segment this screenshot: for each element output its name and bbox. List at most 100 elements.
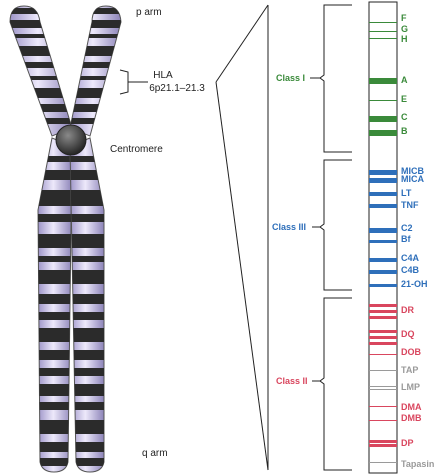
gene-mark-dr [369,304,397,307]
gene-mark-dma [369,406,397,407]
gene-mark-bf [369,240,397,243]
gene-label-lt: LT [401,188,412,198]
chromosome-band [10,76,72,80]
chromosome-band [70,384,104,396]
chromosome-band [10,104,72,112]
chromosome-band [70,34,121,38]
gene-mark-dq [369,336,397,339]
gene-label-dq: DQ [401,329,415,339]
chromosome-band [70,214,104,222]
gene-mark-tnf [369,204,397,208]
chromosome-q-arm-left [37,137,73,473]
gene-mark-lt [369,192,397,196]
chromosome-q-arm-right [69,137,105,473]
chromosome-band [38,256,72,262]
gene-label-c2: C2 [401,223,413,233]
gene-mark-tap [369,370,397,371]
chromosome-band [38,214,72,222]
chromosome-band [70,104,121,112]
chromosome-band [38,368,72,376]
gene-label-dr: DR [401,305,414,315]
gene-mark-c [369,116,397,122]
chromosome-band [38,328,72,342]
gene-label-micb: MICB [401,166,424,176]
class-label: Class II [276,376,308,386]
gene-mark-c4a [369,258,397,262]
chromosome-band [70,312,104,320]
gene-mark-dmb [369,420,397,421]
chromosome-band [70,20,121,28]
chromosome-band [38,170,72,180]
chromosome-band [38,420,72,434]
gene-mark-b [369,130,397,136]
chromosome-band [70,234,104,248]
chromosome-band [70,402,104,410]
q-arm-label: q arm [142,448,168,459]
p-arm-label: p arm [136,7,162,18]
gene-mark-dq [369,330,397,333]
chromosome-band [38,156,72,162]
chromosome-band [38,312,72,320]
chromosome-band [70,256,104,262]
chromosome-band [38,442,72,452]
chromosome-band [38,458,72,466]
centromere-label: Centromere [110,144,163,155]
chromosome-band [10,62,72,68]
chromosome [9,5,122,473]
gene-label-dma: DMA [401,402,422,412]
gene-label-mica: MICA [401,174,424,184]
gene-label-tap: TAP [401,365,418,375]
gene-label-dob: DOB [401,347,422,357]
gene-label-g: G [401,24,408,34]
hla-locus-label: 6p21.1–21.3 [149,83,205,94]
chromosome-band [70,46,121,56]
chromosome-band [38,384,72,396]
chromosome-band [70,328,104,342]
chromosome-band [38,270,72,284]
gene-mark-dr [369,316,397,319]
gene-mark-c2 [369,228,397,233]
chromosome-band [70,170,104,180]
gene-mark-dr [369,310,397,313]
gene-mark-lmp [369,389,397,390]
gene-label-lmp: LMP [401,382,420,392]
zoom-lines [215,4,269,471]
chromosome-band [10,34,72,38]
gene-label-c4b: C4B [401,265,420,275]
chromosome-band [70,8,121,14]
chromosome-band [38,190,72,206]
gene-label-tnf: TNF [401,200,419,210]
chromosome-band [10,46,72,56]
gene-mark-e [369,100,397,101]
gene-label-b: B [401,126,408,136]
gene-label-c4a: C4A [401,253,420,263]
class-label: Class III [272,222,306,232]
gene-map-column [368,1,398,474]
gene-mark-dp [369,440,397,443]
gene-label-bf: Bf [401,234,411,244]
gene-mark-dq [369,342,397,345]
gene-mark-h [369,38,397,39]
chromosome-band [70,88,121,98]
centromere-knob [55,124,87,156]
gene-label-21-oh: 21-OH [401,279,428,289]
chromosome-band [38,350,72,360]
gene-label-f: F [401,13,407,23]
chromosome-band [70,294,104,304]
hla-bracket [119,69,129,95]
chromosome-band [38,402,72,410]
gene-mark-21-oh [369,284,397,287]
gene-mark-mica [369,178,397,183]
gene-label-c: C [401,112,408,122]
gene-mark-tapasin [369,462,397,463]
chromosome-band [70,156,104,162]
gene-mark-micb [369,170,397,175]
gene-mark-dob [369,354,397,355]
class-brackets [310,4,352,471]
gene-label-a: A [401,75,408,85]
class-label: Class I [276,73,305,83]
chromosome-band [70,270,104,284]
gene-mark-f [369,22,397,23]
gene-label-tapasin: Tapasin [401,459,434,469]
